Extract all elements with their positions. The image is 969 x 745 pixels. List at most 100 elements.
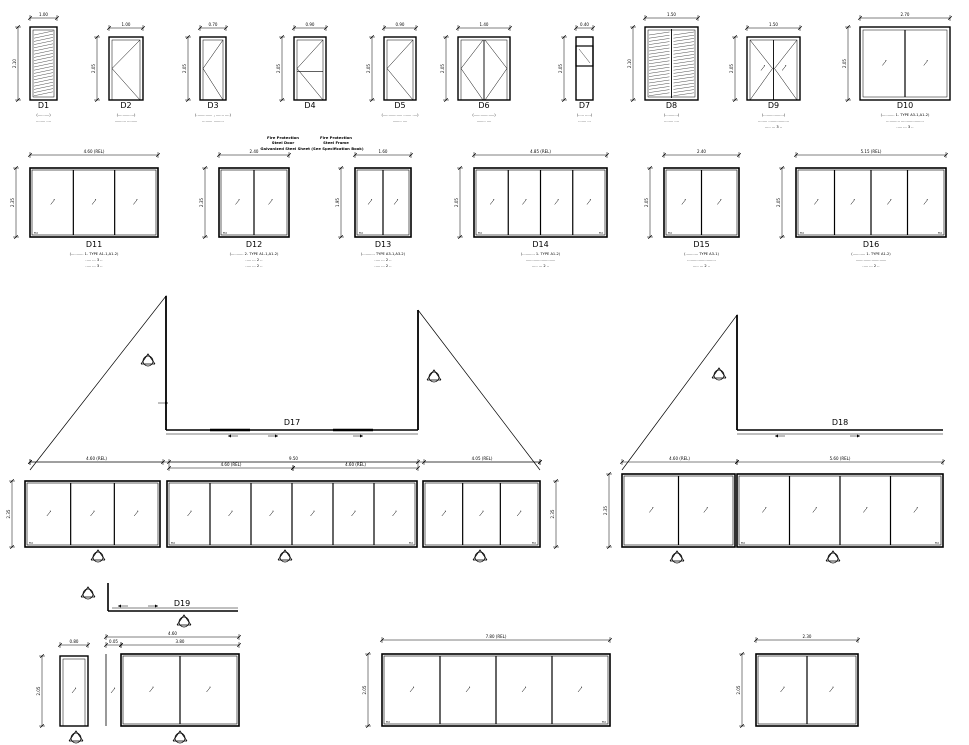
- dimension-tick: [553, 544, 559, 550]
- dimension-tick: [647, 165, 653, 171]
- frame-outer: [218, 167, 290, 238]
- sliding-mark: [760, 65, 766, 71]
- section-marker-icon: [713, 369, 725, 381]
- louver-slat: [33, 59, 54, 64]
- dimension-tick: [15, 24, 21, 30]
- frame-inner: [31, 169, 157, 236]
- section-marker-icon: [825, 550, 841, 562]
- door-type-note: ....... ...: [578, 119, 591, 123]
- door-description: (........... 1. TYPE A1-1,A1-2): [70, 252, 119, 256]
- louver-slat: [33, 62, 54, 68]
- dimension-label: 1.00: [39, 12, 48, 17]
- door-type-note: ........ ....: [36, 119, 51, 123]
- sliding-mark: [923, 199, 928, 205]
- dimension-label: 4.85 (REL): [530, 149, 551, 154]
- dimension-tick: [753, 637, 759, 643]
- dimension-label: 3.80: [176, 639, 185, 644]
- door-type-note: ...........................: [856, 258, 887, 262]
- section-marker-icon: [176, 614, 192, 626]
- dimension-label: 4.05 (REL): [472, 456, 493, 461]
- dimension-tick: [286, 152, 292, 158]
- sliding-mark: [649, 507, 654, 513]
- louver-slat: [648, 47, 670, 52]
- door-type-note: ......... .........: [202, 119, 224, 123]
- dimension-label: 2.05: [736, 685, 741, 694]
- frame-outer: [24, 480, 161, 548]
- dimension-label: 2.35: [6, 509, 11, 518]
- door-type-note: ........ ....: [664, 119, 679, 123]
- sliding-mark: [516, 510, 522, 517]
- dimension-tick: [9, 478, 15, 484]
- sliding-mark: [110, 687, 116, 694]
- door-code: D5: [394, 101, 405, 110]
- sliding-mark: [479, 510, 484, 517]
- louver-slat: [33, 53, 54, 58]
- louver-slat: [648, 89, 670, 93]
- louver-slat: [648, 44, 670, 48]
- dimension-tick: [443, 34, 449, 40]
- panel-tag: FIX: [29, 541, 33, 545]
- dimension-tick: [457, 234, 463, 240]
- dimension-label: 2.40: [697, 149, 706, 154]
- louver-slat: [648, 54, 670, 58]
- dimension-tick: [338, 165, 344, 171]
- door-code: D3: [207, 101, 218, 110]
- sliding-mark: [91, 199, 97, 205]
- dimension-label: 1.00: [122, 22, 131, 27]
- dimension-tick: [647, 234, 653, 240]
- sliding-mark: [50, 199, 55, 205]
- door-frame: [108, 36, 144, 101]
- dimension-label: 2.05: [454, 198, 459, 207]
- louver-slat: [648, 38, 670, 42]
- dimension-tick: [573, 25, 579, 31]
- dimension-label: 5.15 (REL): [861, 149, 882, 154]
- sliding-mark: [133, 510, 139, 517]
- dimension-label: 4.60: [168, 631, 177, 636]
- swing-line: [202, 68, 224, 101]
- louver-slat: [33, 30, 54, 36]
- door-code: D1: [38, 101, 49, 110]
- frame-inner: [424, 482, 539, 546]
- louver-slat: [33, 69, 54, 74]
- sliding-mark: [235, 199, 240, 205]
- louver-slat: [673, 31, 695, 36]
- door-frame: [859, 26, 951, 101]
- louver-slat: [33, 78, 54, 84]
- dimension-tick: [185, 97, 191, 103]
- door-code: D13: [375, 240, 391, 249]
- door-description: (...........): [664, 113, 680, 117]
- door-code: D2: [120, 101, 131, 110]
- dimension-tick: [779, 234, 785, 240]
- dimension-tick: [365, 651, 371, 657]
- swing-line: [296, 39, 324, 69]
- dimension-label: 2.10: [12, 59, 17, 68]
- sliding-mark: [781, 65, 787, 71]
- door-leaf: [202, 39, 224, 101]
- sliding-mark: [46, 510, 52, 517]
- dimension-label: 1.40: [480, 22, 489, 27]
- direction-arrow: [228, 434, 231, 438]
- section-marker-icon: [474, 551, 486, 563]
- swing-line: [386, 39, 414, 69]
- dimension-tick: [166, 459, 172, 465]
- door-type-note: ..........................: [526, 258, 556, 262]
- louver-slat: [648, 92, 670, 96]
- dimension-tick: [27, 459, 33, 465]
- door-quantity-note: ..... ... 2 ..: [374, 264, 391, 268]
- dimension-tick: [457, 165, 463, 171]
- sliding-mark: [882, 60, 887, 66]
- louver-slat: [648, 60, 670, 64]
- louver-slat: [673, 38, 695, 42]
- dimension-tick: [507, 25, 513, 31]
- dimension-label: 4.60 (REL): [86, 456, 107, 461]
- dimension-tick: [415, 459, 421, 465]
- louver-slat: [33, 34, 54, 39]
- frame-outer: [120, 653, 240, 727]
- sliding-mark: [923, 60, 928, 66]
- dimension-tick: [421, 459, 427, 465]
- dimension-label: 1.95: [335, 198, 340, 207]
